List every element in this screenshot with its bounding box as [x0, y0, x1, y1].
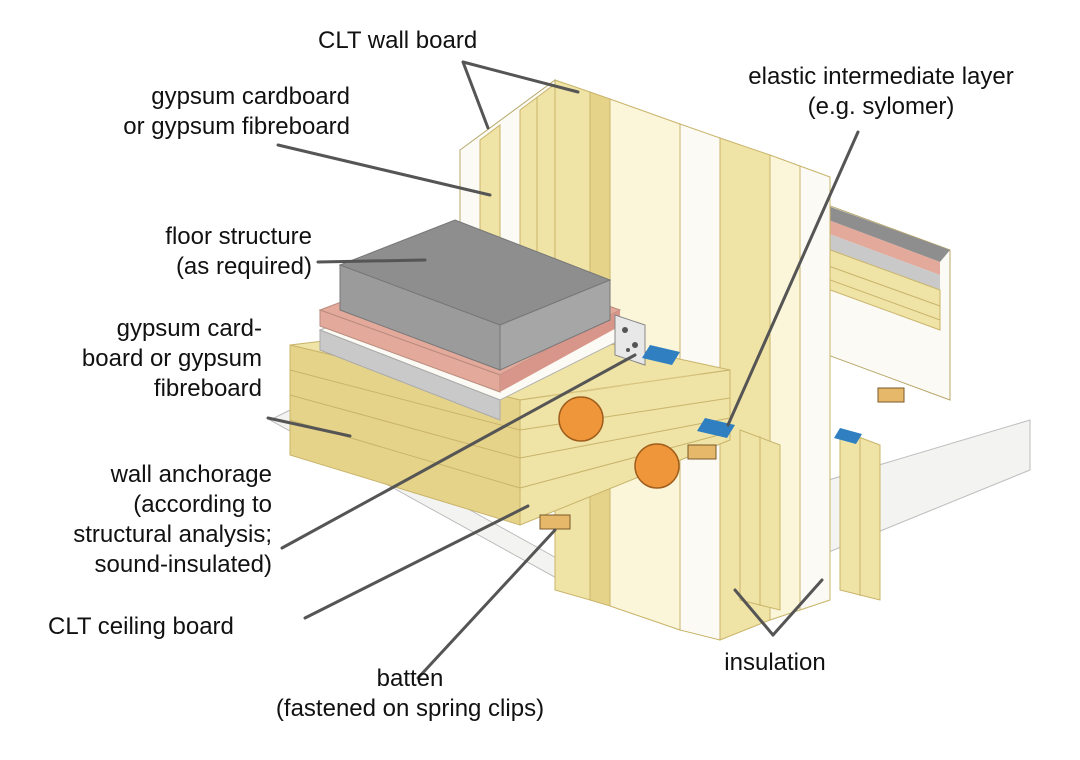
label-floor-structure: floor structure (as required)	[165, 223, 312, 280]
battens	[539, 387, 905, 530]
label-insulation: insulation	[724, 649, 826, 676]
leader-lines	[266, 60, 860, 680]
floor-structure	[318, 219, 646, 421]
label-batten: batten (fastened on spring clips)	[275, 665, 545, 722]
orange-marker-1	[558, 396, 604, 442]
label-gypsum-cardboard-top: gypsum cardboard or gypsum fibreboard	[123, 83, 350, 140]
label-wall-anchorage: wall anchorage (according to structural …	[73, 461, 272, 578]
label-clt-ceiling-board: CLT ceiling board	[48, 613, 234, 640]
elastic-pads	[642, 345, 862, 444]
label-gypsum-cardboard-mid: gypsum card- board or gypsum fibreboard	[81, 315, 262, 402]
label-clt-wall-board: CLT wall board	[318, 27, 478, 54]
label-elastic-intermediate-layer: elastic intermediate layer (e.g. sylomer…	[748, 63, 1014, 120]
orange-marker-2	[634, 443, 680, 489]
